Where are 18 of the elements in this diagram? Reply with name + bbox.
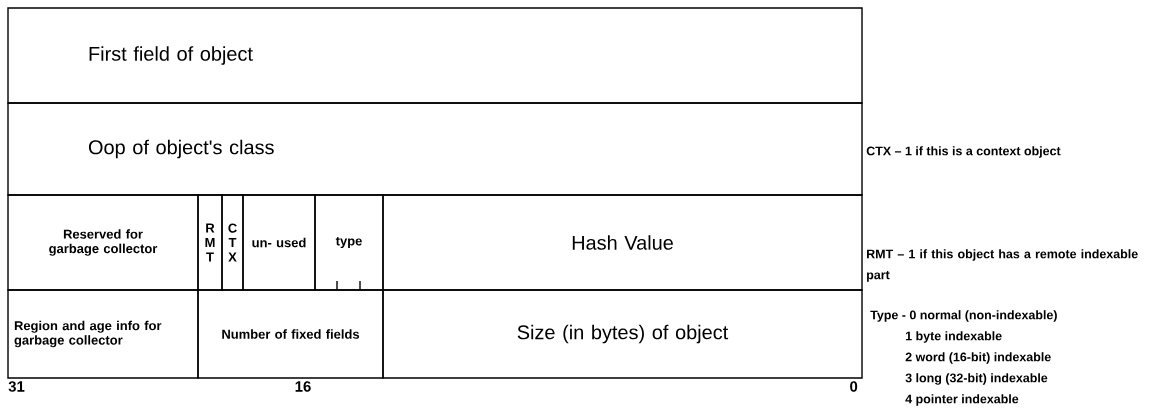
- field-cell: Region and age info for garbage collector: [7, 289, 199, 379]
- legend-note: 3 long (32-bit) indexable: [905, 373, 1048, 385]
- field-cell: First field of object: [7, 7, 863, 104]
- field-cell: R M T: [197, 194, 223, 291]
- field-cell: Reserved for garbage collector: [7, 194, 199, 291]
- field-cell: Hash Value: [382, 194, 863, 291]
- field-cell: C T X: [221, 194, 244, 291]
- field-cell: Number of fixed fields: [197, 289, 384, 379]
- field-cell: Size (in bytes) of object: [382, 289, 863, 379]
- field-cell: Oop of object's class: [7, 102, 863, 196]
- legend-note: 4 pointer indexable: [905, 394, 1019, 406]
- field-cell: un- used: [242, 194, 316, 291]
- legend-note: 1 byte indexable: [906, 331, 1002, 343]
- field-cell: type: [314, 194, 384, 291]
- legend-note: 2 word (16-bit) indexable: [905, 352, 1051, 364]
- legend-note: CTX – 1 if this is a context object: [866, 146, 1061, 158]
- legend-note: Type - 0 normal (non-indexable): [870, 310, 1057, 322]
- legend-note: RMT – 1 if this object has a remote indexable part: [867, 249, 1138, 282]
